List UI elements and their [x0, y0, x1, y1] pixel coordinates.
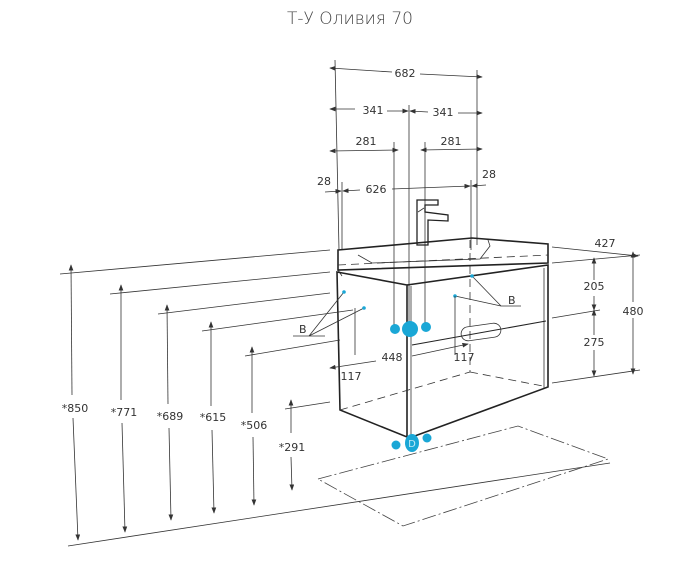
ext-line-left-outer: [334, 59, 340, 251]
floor-drain: [405, 434, 419, 452]
dim-line-341-c: [409, 108, 429, 114]
dim-341-right: 341: [433, 106, 454, 119]
floor-connections: D: [391, 433, 432, 452]
drawing-title: Т-У Оливия 70: [287, 9, 413, 29]
dim-line-28-right: [471, 183, 487, 188]
dim-626: 626: [366, 183, 387, 196]
drawer-handle: [460, 322, 502, 342]
connection-point: [342, 290, 346, 294]
drain-outlet: [402, 321, 418, 337]
dim-480: 480: [623, 305, 644, 318]
dim-line-682-left: [329, 65, 393, 73]
floor-inlet-left: [391, 440, 401, 450]
dim-line-682-right: [419, 73, 483, 80]
dim-448: 448: [382, 351, 403, 364]
water-inlet-left: [390, 324, 400, 334]
dim-line-626-b: [391, 183, 471, 190]
label-drain-d: D: [408, 439, 416, 450]
dim-117-left: 117: [341, 370, 362, 383]
floor-line: [67, 462, 611, 547]
floor-inlet-right: [422, 433, 432, 443]
dim-682: 682: [395, 67, 416, 80]
height-291: *291: [279, 441, 306, 454]
height-850: *850: [62, 402, 89, 415]
connection-point: [470, 274, 474, 278]
height-506: *506: [241, 419, 268, 432]
height-689: *689: [157, 410, 184, 423]
dim-427: 427: [595, 237, 616, 250]
dim-28-left: 28: [317, 175, 331, 188]
dim-341-left: 341: [363, 104, 384, 117]
cabinet: [336, 240, 549, 439]
dim-117-right: 117: [454, 351, 475, 364]
dim-281-right: 281: [441, 135, 462, 148]
label-b-left: B: [299, 323, 307, 336]
dim-line-281-left: [329, 147, 399, 154]
height-615: *615: [200, 411, 227, 424]
height-771: *771: [111, 406, 138, 419]
dim-28-right: 28: [482, 168, 496, 181]
dim-275: 275: [584, 336, 605, 349]
water-inlet-right: [421, 322, 431, 332]
callout-b-right: B: [453, 274, 521, 307]
connection-point: [362, 306, 366, 310]
washbasin: [337, 237, 549, 277]
dim-line-626-a: [342, 188, 361, 194]
label-b-right: B: [508, 294, 516, 307]
dim-281-left: 281: [356, 135, 377, 148]
dim-line-427: [551, 246, 639, 258]
dim-line-281-right: [420, 146, 483, 153]
dim-205: 205: [584, 280, 605, 293]
faucet: [416, 199, 449, 246]
width-dimensions: 682 341 341 281 281 28 626 28: [317, 59, 496, 330]
side-dimensions: 427 205 275 480: [551, 237, 644, 384]
wall-connections: 448 117 117: [329, 296, 475, 383]
dim-line-28-left: [324, 188, 342, 194]
floor-area-outline: [316, 425, 610, 527]
height-dimensions: *850 *771 *689 *615 *506 *291: [59, 249, 611, 547]
